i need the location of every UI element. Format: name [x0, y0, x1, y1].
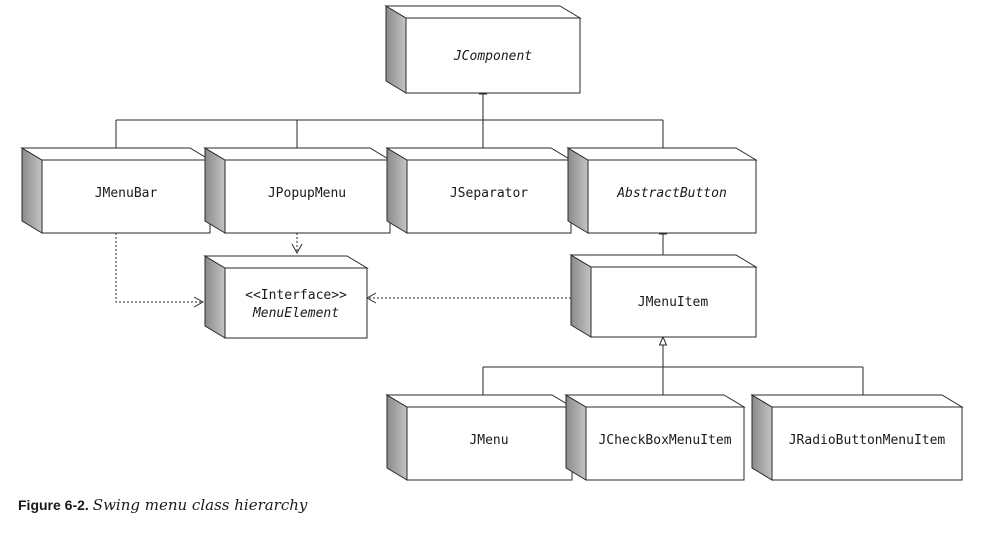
jmenuitem-label: JMenuItem	[638, 295, 709, 310]
inheritance-lines	[115, 93, 864, 395]
figure-title: Swing menu class hierarchy	[92, 496, 308, 514]
jseparator-box: JSeparator	[385, 147, 573, 234]
jmenuitem-arrowhead-icon	[658, 335, 668, 346]
jmenubar-label: JMenuBar	[95, 186, 158, 201]
jcomponent-box: JComponent	[384, 5, 582, 94]
jmenubar-to-menuelement-line	[115, 233, 203, 303]
jradiobuttonmenuitem-label: JRadioButtonMenuItem	[789, 433, 946, 448]
menuelement-box: <<Interface>> MenuElement	[203, 255, 369, 339]
jmenuitem-box: JMenuItem	[569, 254, 758, 338]
abstractbutton-box: AbstractButton	[566, 147, 758, 234]
jmenu-label: JMenu	[469, 433, 508, 448]
abstractbutton-label: AbstractButton	[616, 186, 727, 201]
class-hierarchy-diagram: JComponent JMenuBar JPopupMenu JSeparato…	[20, 5, 964, 481]
figure-number: Figure 6-2.	[18, 497, 89, 513]
jcheckboxmenuitem-box: JCheckBoxMenuItem	[564, 394, 746, 481]
jmenu-box: JMenu	[385, 394, 574, 481]
menuelement-label: MenuElement	[252, 306, 339, 321]
jmenubar-arrowhead-icon	[193, 296, 205, 308]
jpopupmenu-label: JPopupMenu	[268, 186, 346, 201]
jmenubar-box: JMenuBar	[20, 147, 212, 234]
jpopupmenu-box: JPopupMenu	[203, 147, 392, 234]
realization-lines	[115, 233, 571, 303]
jradiobuttonmenuitem-box: JRadioButtonMenuItem	[750, 394, 964, 481]
jcomponent-label: JComponent	[453, 49, 532, 64]
menuelement-stereotype: <<Interface>>	[245, 288, 347, 303]
figure-caption: Figure 6-2. Swing menu class hierarchy	[18, 496, 307, 515]
jseparator-label: JSeparator	[450, 186, 528, 201]
jcheckboxmenuitem-label: JCheckBoxMenuItem	[598, 433, 731, 448]
jpopupmenu-arrowhead-icon	[291, 243, 303, 255]
